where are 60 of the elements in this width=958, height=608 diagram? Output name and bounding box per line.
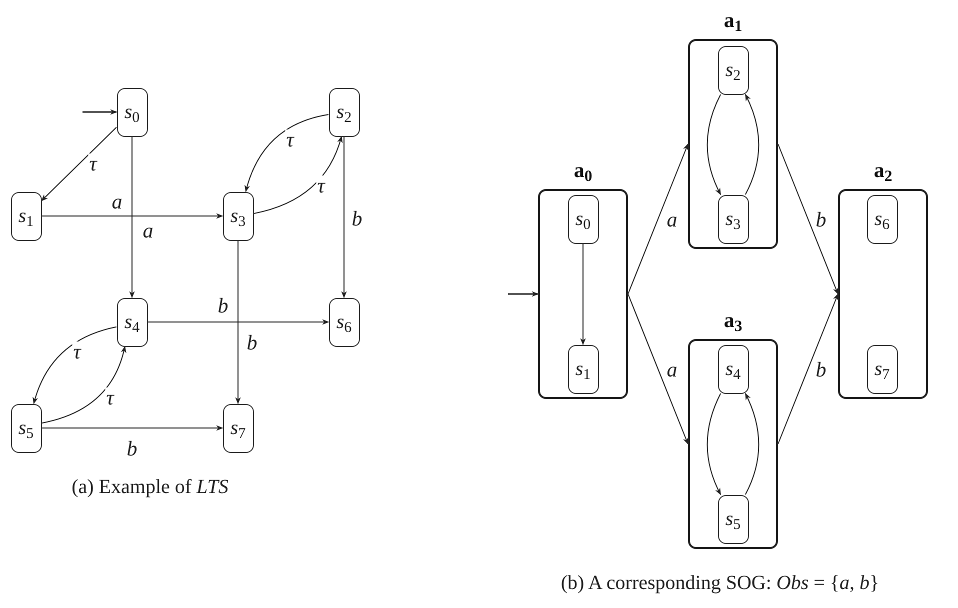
state-box: [568, 194, 598, 244]
arrow: [147, 319, 330, 325]
aggregate-heading: a$_{1}$: [724, 10, 742, 31]
arrow: [744, 392, 760, 495]
arrow: [41, 213, 224, 219]
state-label: s$_{7}$: [230, 418, 246, 438]
aggregate-heading: a$_{0}$: [574, 160, 592, 181]
state-box: [866, 344, 898, 394]
state-box: [568, 344, 598, 394]
arrow: [778, 144, 838, 295]
state-box: [328, 298, 360, 346]
state-box: [866, 194, 898, 244]
state-label: s$_{1}$: [18, 206, 34, 226]
state-box: [116, 88, 148, 136]
state-label: s$_{3}$: [725, 209, 741, 229]
figure-caption: (a) Example of LTS: [72, 477, 228, 497]
state-label: s$_{0}$: [124, 102, 140, 122]
aggregate-heading: a$_{3}$: [724, 310, 742, 331]
state-box: [10, 404, 42, 452]
arrow: [82, 109, 118, 115]
state-box: [10, 192, 42, 240]
arrow: [129, 136, 135, 298]
state-label: s$_{2}$: [725, 60, 741, 80]
state-label: s$_{1}$: [575, 359, 591, 379]
figure-caption: (b) A corresponding SOG: Obs = {a, b}: [560, 573, 880, 593]
state-box: [718, 494, 748, 544]
arrow: [628, 143, 688, 294]
state-label: s$_{4}$: [725, 359, 741, 379]
state-box: [222, 192, 254, 240]
state-box: [718, 194, 748, 244]
arrow: [744, 94, 760, 195]
arrow: [244, 114, 329, 192]
arrow: [32, 326, 117, 404]
arrow: [706, 94, 722, 196]
arrow: [628, 294, 688, 445]
state-box: [718, 46, 748, 94]
arrow: [706, 393, 722, 496]
state-label: s$_{2}$: [336, 102, 352, 122]
state-box: [222, 404, 254, 452]
state-box: [328, 88, 360, 136]
state-label: s$_{5}$: [18, 418, 34, 438]
arrow: [508, 291, 539, 297]
aggregate-heading: a$_{2}$: [874, 160, 892, 181]
arrow: [41, 425, 224, 431]
state-label: s$_{6}$: [874, 209, 890, 229]
state-label: s$_{6}$: [336, 312, 352, 332]
state-label: s$_{5}$: [725, 509, 741, 529]
arrow: [41, 346, 126, 424]
state-box: [116, 298, 148, 346]
state-label: s$_{3}$: [230, 206, 246, 226]
arrow: [41, 126, 117, 202]
state-label: s$_{4}$: [124, 312, 140, 332]
state-box: [718, 344, 748, 394]
arrow: [253, 136, 342, 214]
state-label: s$_{0}$: [575, 209, 591, 229]
state-label: s$_{7}$: [874, 359, 890, 379]
arrow: [580, 243, 586, 346]
arrow: [235, 240, 241, 404]
arrow: [341, 136, 347, 298]
arrow: [778, 293, 838, 444]
